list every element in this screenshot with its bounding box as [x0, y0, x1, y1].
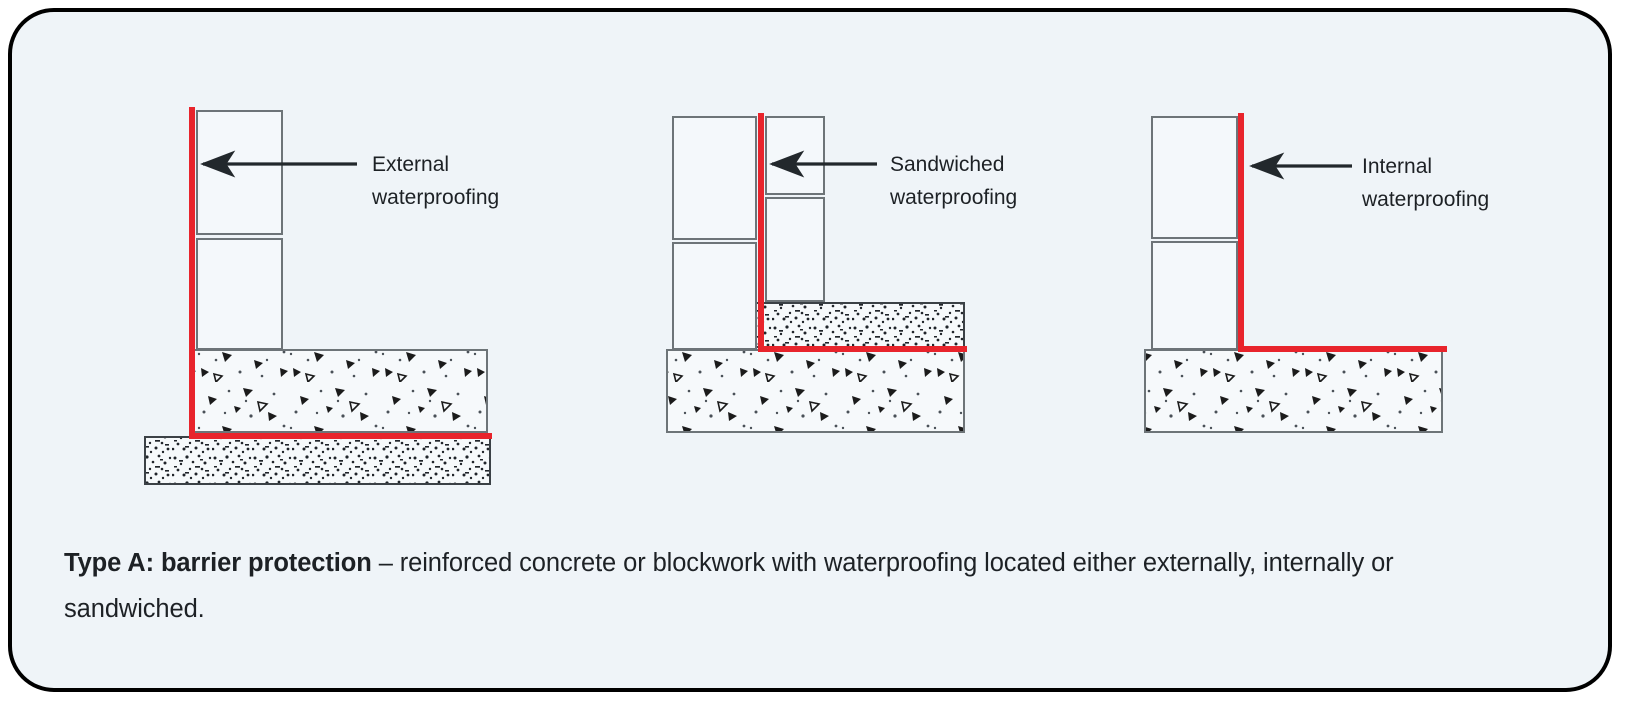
inner-block-lower-sandwiched: [765, 197, 825, 302]
wall-block-upper-internal: [1151, 116, 1238, 239]
wall-block-upper-external: [196, 110, 283, 235]
label-sandwiched-line1: Sandwiched: [890, 153, 1004, 176]
wall-block-lower-internal: [1151, 241, 1238, 350]
label-internal-line2: waterproofing: [1361, 188, 1489, 211]
label-internal-line1: Internal: [1362, 155, 1432, 178]
label-external-line2: waterproofing: [371, 186, 499, 209]
caption-bold: Type A: barrier protection: [64, 549, 372, 577]
concrete-slab-internal: [1144, 349, 1443, 433]
wall-block-lower-external: [196, 238, 283, 350]
outer-block-upper-sandwiched: [672, 116, 757, 240]
label-external-line1: External: [372, 153, 449, 176]
membrane-external: [189, 107, 492, 439]
screed-layer-sandwiched: [751, 302, 965, 348]
label-sandwiched-line2: waterproofing: [889, 186, 1017, 209]
figure-card: External waterproofing Sandwiched waterp…: [8, 8, 1612, 692]
outer-block-lower-sandwiched: [672, 242, 757, 350]
inner-block-upper-sandwiched: [765, 116, 825, 195]
concrete-slab-external: [189, 349, 488, 433]
figure-caption: Type A: barrier protection – reinforced …: [64, 540, 1504, 632]
membrane-sandwiched: [758, 113, 967, 352]
concrete-slab-sandwiched: [666, 349, 965, 433]
diagram-sandwiched: Sandwiched waterproofing: [666, 113, 1017, 433]
diagram-external: External waterproofing: [144, 107, 499, 485]
blinding-layer-external: [144, 436, 491, 485]
waterproofing-diagram: External waterproofing Sandwiched waterp…: [144, 107, 1489, 485]
diagram-internal: Internal waterproofing: [1144, 113, 1489, 433]
caption-rest: – reinforced concrete or blockwork with …: [64, 549, 1394, 623]
membrane-internal: [1238, 113, 1447, 352]
